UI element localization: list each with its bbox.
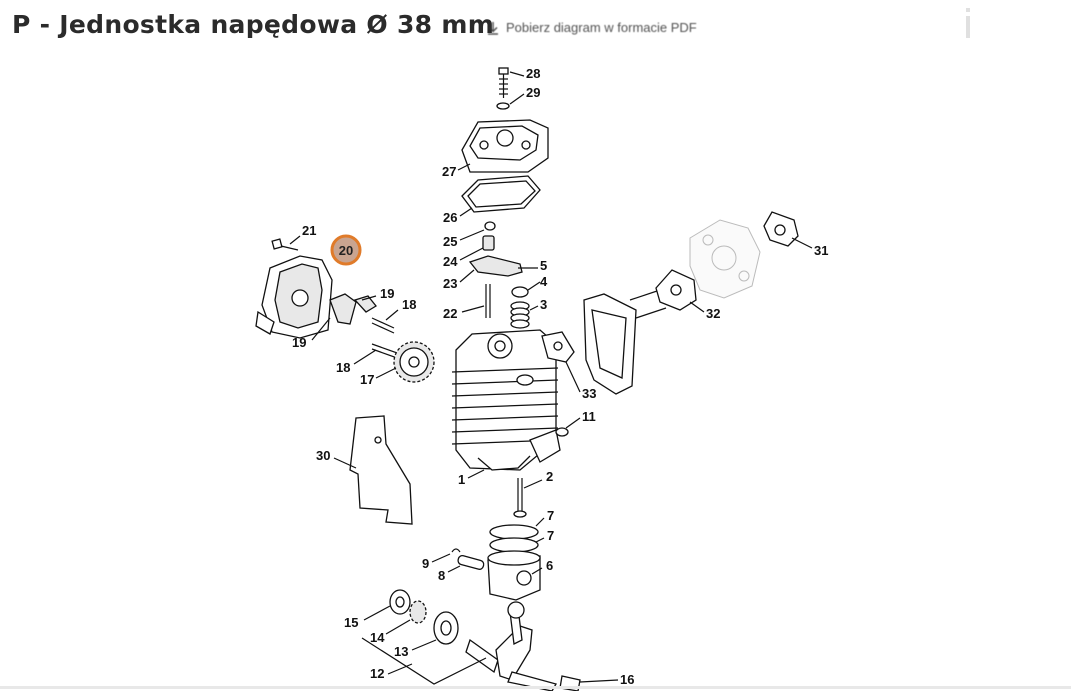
page-title: P - Jednostka napędowa Ø 38 mm [12, 10, 495, 39]
part-label-18-lower[interactable]: 18 [336, 360, 350, 375]
part-pin-18-upper[interactable] [371, 317, 395, 329]
part-19-upper[interactable] [329, 293, 357, 325]
part-screw-21[interactable] [271, 238, 299, 251]
part-label-2[interactable]: 2 [546, 469, 553, 484]
part-screw-28[interactable] [498, 67, 509, 98]
part-label-17[interactable]: 17 [360, 372, 374, 387]
part-plate-30[interactable] [349, 415, 413, 525]
part-label-27[interactable]: 27 [442, 164, 456, 179]
exploded-parts-diagram: 20 28 29 27 26 25 24 23 5 4 22 3 21 19 1… [255, 66, 828, 691]
part-label-4[interactable]: 4 [540, 274, 548, 289]
part-gasket-31[interactable] [763, 211, 799, 247]
part-ring-7-upper[interactable] [489, 524, 539, 540]
part-rocker-23[interactable] [468, 255, 523, 277]
download-icon [488, 21, 498, 35]
part-label-22[interactable]: 22 [443, 306, 457, 321]
part-label-7-upper[interactable]: 7 [547, 508, 554, 523]
part-label-33[interactable]: 33 [582, 386, 596, 401]
part-24[interactable] [482, 235, 495, 251]
part-cover-20[interactable] [255, 255, 333, 339]
highlighted-part-label[interactable]: 20 [339, 243, 353, 258]
part-crankshaft-12[interactable] [465, 601, 557, 691]
part-cylinder-1[interactable] [451, 329, 561, 471]
part-label-30[interactable]: 30 [316, 448, 330, 463]
part-label-12[interactable]: 12 [370, 666, 384, 681]
part-label-5[interactable]: 5 [540, 258, 547, 273]
part-label-3[interactable]: 3 [540, 297, 547, 312]
part-gear-14[interactable] [409, 600, 427, 624]
part-pin-8[interactable] [457, 555, 485, 570]
part-label-28[interactable]: 28 [526, 66, 540, 81]
part-washer-29[interactable] [496, 102, 510, 110]
part-25[interactable] [484, 221, 496, 231]
part-bracket-33[interactable] [541, 289, 667, 395]
part-label-15[interactable]: 15 [344, 615, 358, 630]
part-label-19-upper[interactable]: 19 [380, 286, 394, 301]
part-label-26[interactable]: 26 [443, 210, 457, 225]
part-label-9[interactable]: 9 [422, 556, 429, 571]
part-washer-11[interactable] [555, 427, 569, 437]
part-label-24[interactable]: 24 [443, 254, 458, 269]
leader-lines [289, 71, 813, 685]
part-gasket-32[interactable] [655, 269, 697, 311]
part-label-16[interactable]: 16 [620, 672, 634, 687]
part-spring-3[interactable] [510, 301, 530, 329]
part-bearing-15[interactable] [389, 589, 411, 615]
part-carburetor[interactable] [689, 219, 761, 299]
info-icon[interactable] [962, 8, 974, 38]
part-label-8[interactable]: 8 [438, 568, 445, 583]
part-clip-9[interactable] [451, 548, 461, 553]
part-label-11[interactable]: 11 [582, 409, 596, 424]
download-label: Pobierz diagram w formacie PDF [506, 20, 697, 35]
part-valve-2[interactable] [513, 478, 527, 518]
part-label-14[interactable]: 14 [370, 630, 385, 645]
part-cover-27[interactable] [461, 119, 549, 173]
part-label-7-lower[interactable]: 7 [547, 528, 554, 543]
part-label-19-lower[interactable]: 19 [292, 335, 306, 350]
part-19-lower[interactable] [353, 295, 377, 313]
download-pdf-button[interactable]: Pobierz diagram w formacie PDF [486, 20, 697, 35]
part-label-32[interactable]: 32 [706, 306, 720, 321]
part-ring-7-lower[interactable] [489, 537, 539, 553]
part-label-6[interactable]: 6 [546, 558, 553, 573]
part-gear-17[interactable] [393, 341, 435, 383]
part-label-18-upper[interactable]: 18 [402, 297, 416, 312]
part-number-labels: 28 29 27 26 25 24 23 5 4 22 3 21 19 18 1… [292, 66, 828, 687]
part-label-29[interactable]: 29 [526, 85, 540, 100]
part-label-1[interactable]: 1 [458, 472, 465, 487]
part-label-25[interactable]: 25 [443, 234, 457, 249]
part-bearing-13[interactable] [433, 611, 459, 645]
part-label-31[interactable]: 31 [814, 243, 828, 258]
part-label-13[interactable]: 13 [394, 644, 408, 659]
part-washer-4[interactable] [511, 286, 529, 298]
header: P - Jednostka napędowa Ø 38 mm Pobierz d… [0, 0, 1071, 56]
highlighted-part-marker[interactable] [330, 234, 362, 266]
bottom-divider [0, 686, 1071, 689]
part-label-21[interactable]: 21 [302, 223, 316, 238]
part-label-23[interactable]: 23 [443, 276, 457, 291]
part-pin-18-lower[interactable] [371, 343, 401, 355]
part-piston-6[interactable] [487, 550, 541, 601]
